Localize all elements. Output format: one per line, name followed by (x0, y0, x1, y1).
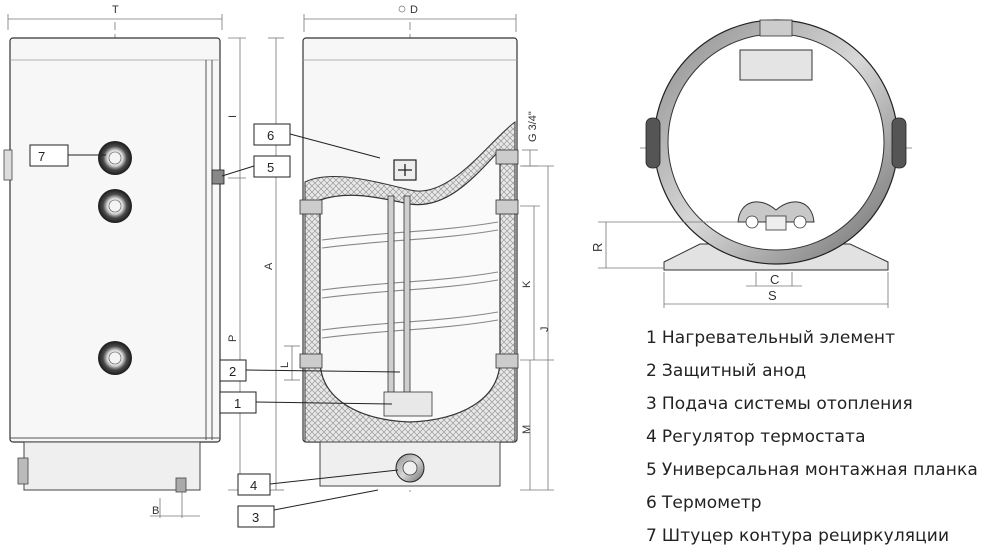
callouts (68, 133, 401, 511)
side-tank-body (9, 37, 221, 443)
callout-2-label: 2 (229, 364, 236, 379)
dim-label-m: M (521, 425, 533, 434)
legend-num: 7 (646, 526, 657, 546)
callout-6-label: 6 (267, 128, 274, 143)
legend-text: Универсальная монтажная планка (661, 460, 978, 480)
callout-5 (253, 155, 291, 178)
callout-5-label: 5 (267, 160, 274, 175)
legend-num: 4 (646, 427, 657, 447)
legend-text: Штуцер контура рециркуляции (661, 526, 950, 546)
legend-num: 1 (646, 328, 657, 348)
legend-num: 2 (646, 361, 657, 381)
top-view: R C S (590, 19, 912, 308)
recirculation-fitting-icon (98, 141, 132, 175)
legend-num: 3 (646, 394, 657, 414)
legend-text: Регулятор термостата (661, 427, 866, 447)
legend-text: Нагревательный элемент (661, 328, 896, 348)
dim-label-i: I (227, 115, 239, 118)
dim-label-k: K (521, 280, 533, 288)
thermostat-knob-icon (395, 453, 425, 483)
dim-label-d: D (410, 4, 418, 16)
legend-text: Защитный анод (661, 361, 807, 381)
legend-text: Термометр (661, 493, 762, 513)
callout-3-label: 3 (252, 510, 259, 525)
dim-label-s: S (768, 288, 777, 303)
dim-label-t: T (112, 4, 119, 16)
callout-6 (253, 123, 291, 146)
dim-label-b: B (152, 505, 159, 517)
callout-7 (29, 144, 69, 167)
legend-text: Подача системы отопления (661, 394, 913, 414)
dim-label-r: R (590, 243, 605, 252)
callout-3 (237, 505, 275, 528)
dim-label-g: G 3/4" (527, 111, 539, 142)
dim-label-p: P (227, 335, 239, 342)
side-base (23, 441, 201, 491)
side-view: T (3, 4, 246, 518)
callout-4-label: 4 (250, 478, 257, 493)
heating-inlet-fitting-icon (98, 341, 132, 375)
heating-outlet-fitting-icon (98, 189, 132, 223)
callout-7-label: 7 (38, 149, 45, 164)
section-view: D (263, 4, 554, 492)
callout-boxes (29, 123, 291, 528)
legend-num: 5 (646, 460, 657, 480)
dim-label-l: L (279, 362, 291, 368)
mounting-plate (211, 169, 225, 185)
dim-label-a: A (263, 262, 275, 270)
dim-label-c: C (770, 272, 779, 287)
callout-1 (219, 391, 257, 414)
callout-2 (219, 359, 247, 382)
callout-1-label: 1 (234, 396, 241, 411)
callout-4 (237, 473, 271, 496)
dim-label-j: J (539, 327, 551, 333)
legend-num: 6 (646, 493, 657, 513)
